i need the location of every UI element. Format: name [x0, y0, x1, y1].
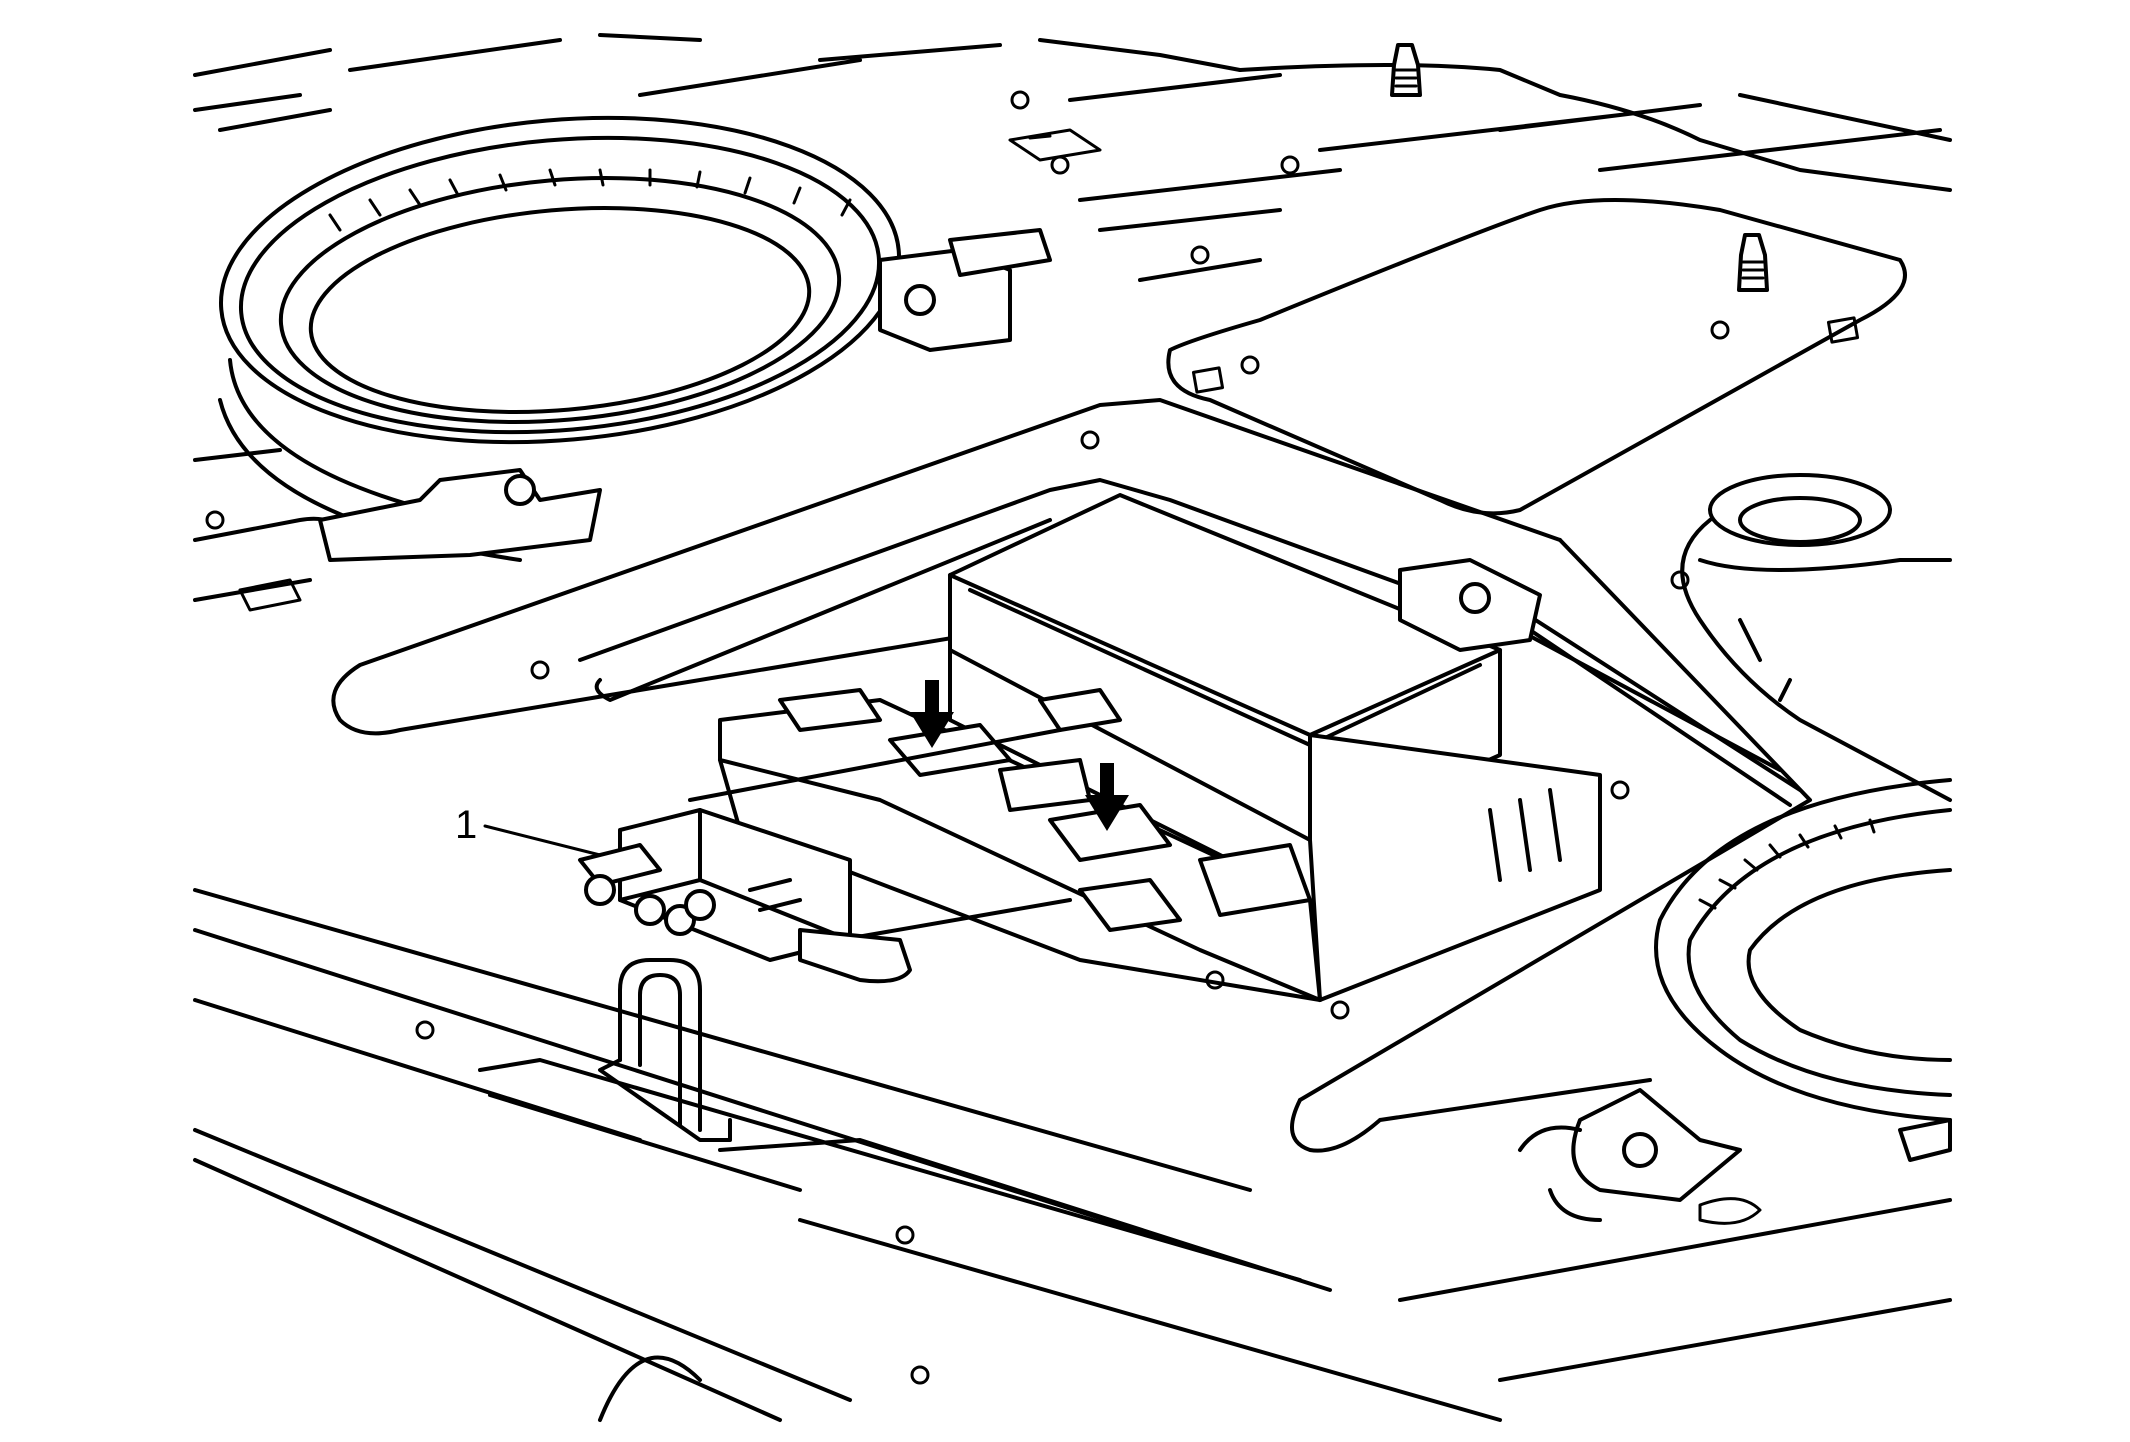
module-cradle: [718, 688, 1322, 1002]
leader-line: [483, 824, 602, 857]
right-speaker-ring: [1518, 778, 1952, 1222]
panel-holes: [205, 90, 1762, 1385]
arrow-down-icon: [910, 680, 954, 748]
module-tray-frame: [331, 398, 1812, 1153]
control-module: [948, 493, 1602, 1002]
access-panel: [1166, 198, 1952, 802]
cargo-tie-down-handle: [598, 958, 732, 1142]
arrow-down-icon: [1085, 763, 1129, 831]
connector-module: [578, 728, 1072, 984]
stud-bolts: [1390, 43, 1769, 292]
floor-panel: [193, 33, 1952, 1422]
left-speaker-ring: [218, 115, 1052, 562]
callout-label: 1: [455, 803, 477, 847]
callout-1: 1: [455, 803, 602, 857]
